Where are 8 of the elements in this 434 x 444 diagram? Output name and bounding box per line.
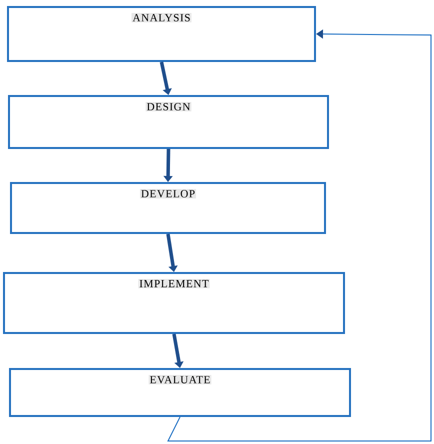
process-box: EVALUATE: [9, 368, 351, 417]
process-box: ANALYSIS: [7, 6, 316, 62]
process-box: IMPLEMENT: [3, 272, 345, 334]
process-box: DESIGN: [8, 95, 329, 149]
arrow: [160, 62, 172, 95]
process-box: DEVELOP: [10, 182, 326, 234]
arrow: [172, 334, 184, 368]
arrow: [166, 234, 178, 272]
